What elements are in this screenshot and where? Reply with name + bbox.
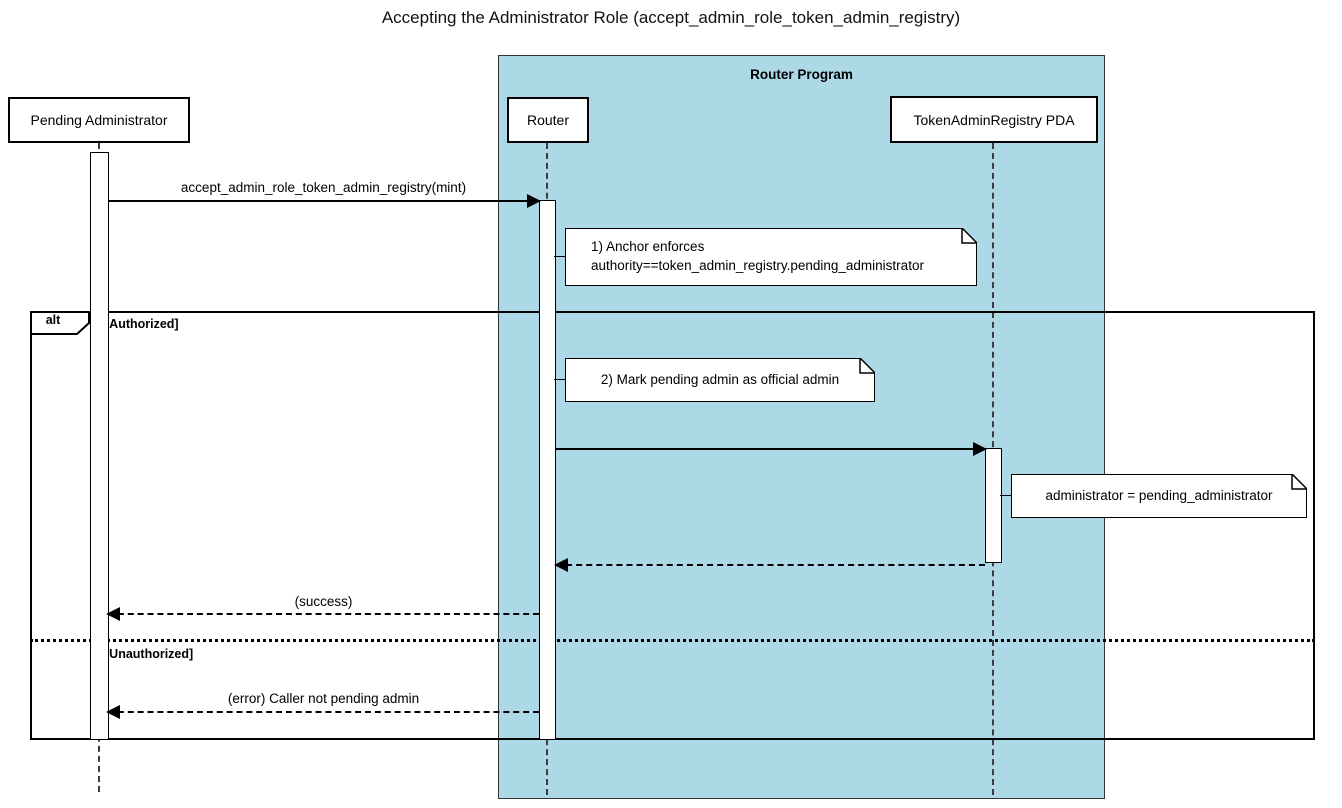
alt-frame: alt [Authorized] [Unauthorized] [30,311,1315,740]
activation-pda [985,448,1002,563]
note-connector [554,256,566,257]
message-success-label: (success) [294,594,353,609]
note-fold-icon [1291,474,1307,490]
message-success-arrow [106,607,539,621]
note-connector [1000,495,1012,496]
guard-unauthorized: [Unauthorized] [105,647,194,661]
note-anchor-enforces: 1) Anchor enforces authority==token_admi… [565,228,977,286]
participant-pending-administrator-label: Pending Administrator [30,112,168,128]
participant-token-admin-registry-pda-label: TokenAdminRegistry PDA [913,111,1075,128]
arrowhead-left-icon [106,705,120,719]
note-fold-icon [859,358,875,374]
note-fold-icon [961,228,977,244]
note-assign-admin: administrator = pending_administrator [1011,474,1307,518]
note-connector [554,379,566,380]
arrowhead-left-icon [554,558,568,572]
message-error-arrow [106,705,539,719]
message-call-label: accept_admin_role_token_admin_registry(m… [180,180,467,195]
note-anchor-enforces-line1: 1) Anchor enforces [591,239,705,255]
alt-frame-divider [30,639,1315,642]
message-error-label: (error) Caller not pending admin [227,691,420,706]
arrowhead-left-icon [106,607,120,621]
arrowhead-right-icon [527,194,541,208]
alt-operator-pentagon-icon [30,311,90,335]
router-program-container: Router Program [498,55,1105,799]
activation-pending-administrator [90,152,109,740]
note-anchor-enforces-line2: authority==token_admin_registry.pending_… [591,258,924,273]
message-return-pda-arrow [554,558,985,572]
note-assign-admin-line1: administrator = pending_administrator [1045,487,1273,503]
participant-token-admin-registry-pda: TokenAdminRegistry PDA [890,96,1098,143]
alt-operator-label: alt [45,313,61,327]
message-call-arrow [108,194,541,208]
message-update-arrow [556,442,987,456]
note-mark-admin: 2) Mark pending admin as official admin [565,358,875,402]
arrowhead-right-icon [973,442,987,456]
activation-router [539,200,556,740]
note-mark-admin-line1: 2) Mark pending admin as official admin [600,371,840,387]
guard-authorized: [Authorized] [105,317,179,331]
participant-router-label: Router [526,112,570,128]
diagram-title: Accepting the Administrator Role (accept… [381,8,961,27]
participant-router: Router [507,97,589,143]
router-program-label: Router Program [750,67,853,82]
participant-pending-administrator: Pending Administrator [8,97,190,143]
alt-operator-badge: alt [30,311,90,335]
